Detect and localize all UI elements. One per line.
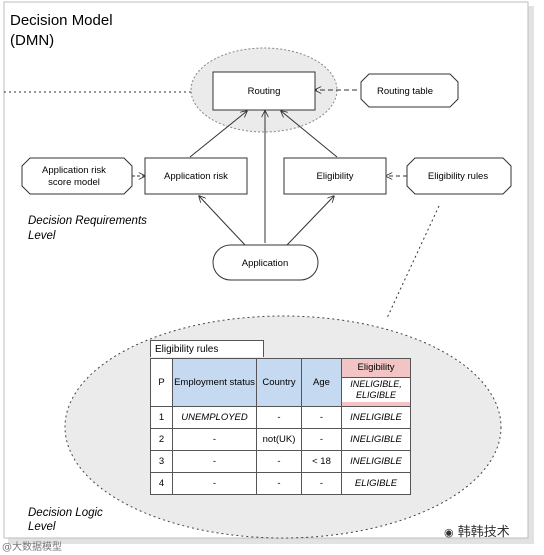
table-cell: not(UK) [256,428,302,451]
table-cell: - [301,472,342,495]
table-cell: - [301,406,342,429]
input-application-label: Application [242,258,288,269]
table-row: 4 - - - ELIGIBLE [150,472,411,495]
table-cell: - [256,472,302,495]
output-value: ELIGIBLE [355,390,397,400]
decision-table-header: P Employment status Country Age Eligibil… [150,358,411,407]
knowledge-eligibility-rules-label: Eligibility rules [428,171,488,182]
knowledge-application-risk-model-label2: score model [48,177,100,188]
output-value: INELIGIBLE, [350,379,402,389]
table-cell: - [172,450,257,473]
output-values: INELIGIBLE,ELIGIBLE [342,377,410,402]
table-cell: INELIGIBLE [341,428,411,451]
watermark-left: @大数据模型 [2,542,62,553]
column-header: Employment status [172,358,257,407]
table-row: 2 - not(UK) - INELIGIBLE [150,428,411,451]
decision-application-risk-label: Application risk [164,171,228,182]
decision-routing [212,71,316,111]
table-cell: - [301,428,342,451]
edge-application-to-risk [199,196,246,246]
column-header: P [150,358,173,407]
edge-risk-to-routing [189,111,247,158]
column-header: Age [301,358,342,407]
table-cell: 1 [150,406,173,429]
input-application [212,244,319,281]
table-cell: - [172,472,257,495]
table-cell: INELIGIBLE [341,406,411,429]
table-cell: UNEMPLOYED [172,406,257,429]
requirements-level-label2: Level [28,230,56,242]
table-cell: - [256,450,302,473]
edge-eligibility-to-routing [281,111,338,158]
table-row: 3 - - < 18 INELIGIBLE [150,450,411,473]
table-cell: INELIGIBLE [341,450,411,473]
table-row: 1 UNEMPLOYED - - INELIGIBLE [150,406,411,429]
requirements-level-label1: Decision Requirements [28,215,147,227]
knowledge-application-risk-model [21,157,133,195]
knowledge-routing-table-label: Routing table [377,86,433,97]
table-cell: 3 [150,450,173,473]
decision-routing-label: Routing [248,86,281,97]
watermark-right: ◉ 韩韩技术 [444,521,510,540]
table-cell: 4 [150,472,173,495]
table-cell: - [172,428,257,451]
table-cell: - [256,406,302,429]
logic-level-label1: Decision Logic [28,507,103,519]
table-cell: ELIGIBLE [341,472,411,495]
decision-eligibility [283,157,387,195]
diagram-title-line1: Decision Model [10,12,113,29]
decision-table: P Employment status Country Age Eligibil… [150,358,411,495]
wechat-icon: ◉ [444,526,454,539]
logic-level-label2: Level [28,521,56,533]
decision-table-title: Eligibility rules [150,340,264,357]
decision-application-risk [144,157,248,195]
output-header: Eligibility INELIGIBLE,ELIGIBLE [341,358,411,407]
knowledge-routing-table [360,73,459,108]
diagram-title-line2: (DMN) [10,32,54,49]
knowledge-eligibility-rules [406,157,512,195]
edge-application-to-eligibility [286,196,334,246]
column-header: Country [256,358,302,407]
logic-link-line [386,205,440,319]
watermark-right-text: 韩韩技术 [457,525,510,540]
decision-eligibility-label: Eligibility [317,171,354,182]
table-cell: < 18 [301,450,342,473]
output-column-label: Eligibility [357,362,395,373]
table-cell: 2 [150,428,173,451]
knowledge-application-risk-model-label1: Application risk [42,165,106,176]
